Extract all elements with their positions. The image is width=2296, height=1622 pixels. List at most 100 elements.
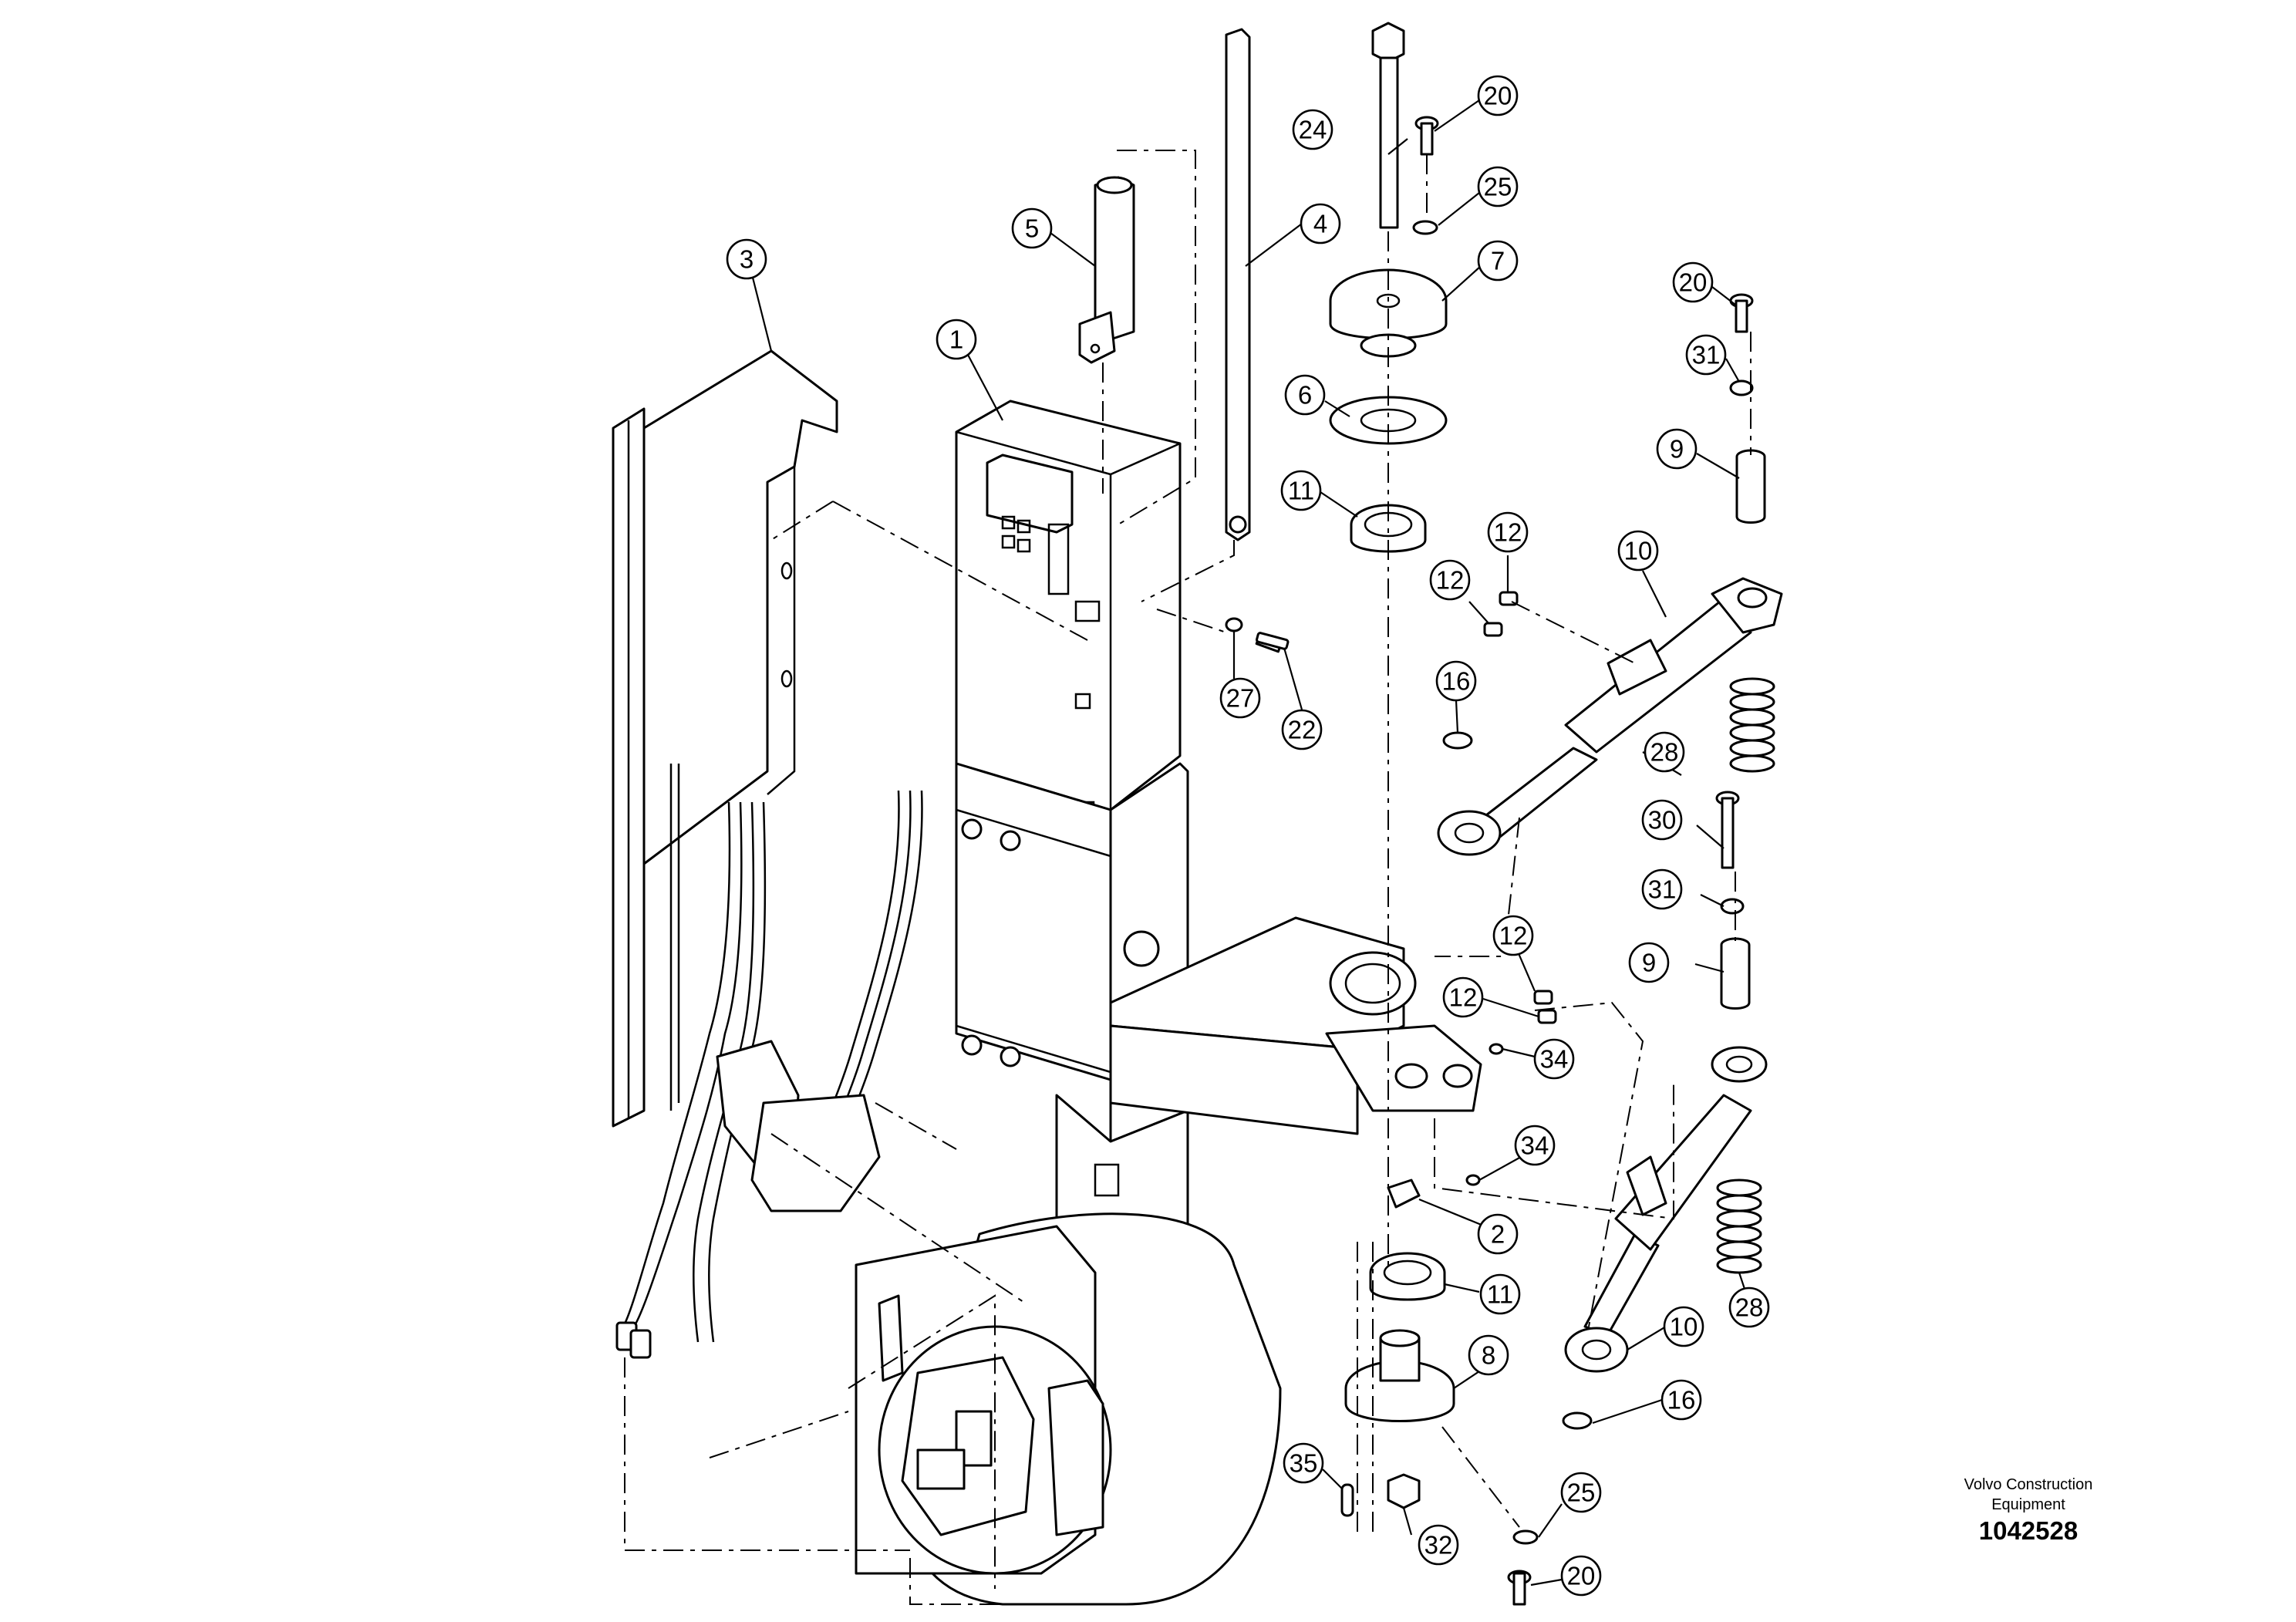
callout-28-bottom: 28 bbox=[1728, 1286, 1770, 1328]
callout-27: 27 bbox=[1219, 677, 1261, 719]
side-cover-panel bbox=[612, 349, 838, 1128]
callout-3: 3 bbox=[726, 238, 767, 280]
callout-32: 32 bbox=[1418, 1524, 1459, 1566]
callout-6: 6 bbox=[1284, 374, 1326, 416]
fittings-12 bbox=[1483, 591, 1557, 1024]
callout-16-top-number: 16 bbox=[1442, 667, 1471, 696]
callout-34-b: 34 bbox=[1514, 1125, 1556, 1166]
callout-5-number: 5 bbox=[1025, 214, 1039, 243]
mounting-arm bbox=[1109, 916, 1482, 1135]
callout-28-bottom-number: 28 bbox=[1735, 1293, 1764, 1322]
callout-8: 8 bbox=[1468, 1334, 1509, 1376]
callout-35-number: 35 bbox=[1290, 1449, 1318, 1478]
callout-22-number: 22 bbox=[1288, 716, 1317, 744]
callout-9-top: 9 bbox=[1656, 428, 1698, 470]
callout-20-right-number: 20 bbox=[1679, 268, 1708, 297]
callout-12-d-number: 12 bbox=[1449, 983, 1478, 1012]
callout-25-top-number: 25 bbox=[1484, 173, 1512, 201]
callout-11-bottom: 11 bbox=[1479, 1273, 1521, 1315]
callout-10-top-number: 10 bbox=[1624, 537, 1653, 565]
long-rod bbox=[1225, 28, 1251, 541]
small-fittings bbox=[1387, 1043, 1504, 1209]
callout-22: 22 bbox=[1281, 709, 1323, 750]
long-bolt bbox=[1371, 22, 1405, 229]
bolt-30 bbox=[1715, 791, 1740, 869]
callout-11-top-number: 11 bbox=[1288, 477, 1314, 505]
callout-5: 5 bbox=[1011, 207, 1053, 249]
callout-24: 24 bbox=[1292, 109, 1333, 150]
cylinder-10-top bbox=[1437, 577, 1783, 856]
callout-20-top: 20 bbox=[1477, 75, 1519, 116]
callout-6-number: 6 bbox=[1298, 381, 1312, 410]
callout-4: 4 bbox=[1300, 203, 1341, 244]
callout-2: 2 bbox=[1477, 1213, 1519, 1255]
callout-31-top-number: 31 bbox=[1692, 341, 1721, 369]
callout-16-bottom-number: 16 bbox=[1667, 1386, 1696, 1415]
callout-12-b-number: 12 bbox=[1436, 566, 1465, 595]
seal-11-bottom bbox=[1369, 1252, 1446, 1301]
company-line-2: Equipment bbox=[1991, 1496, 2065, 1513]
callout-25-bottom: 25 bbox=[1560, 1472, 1602, 1513]
callout-30: 30 bbox=[1641, 799, 1683, 841]
drawing-number: 1042528 bbox=[1978, 1516, 2079, 1545]
spring-28-bottom bbox=[1716, 1179, 1762, 1274]
callout-3-number: 3 bbox=[740, 245, 754, 274]
callout-10-bottom-number: 10 bbox=[1670, 1313, 1698, 1341]
callout-9-top-number: 9 bbox=[1670, 435, 1684, 464]
cylinder-10-bottom bbox=[1564, 1046, 1768, 1373]
callout-1: 1 bbox=[936, 319, 977, 360]
callout-12-b: 12 bbox=[1429, 559, 1471, 601]
callout-7-number: 7 bbox=[1491, 247, 1505, 275]
callout-25-bottom-number: 25 bbox=[1567, 1479, 1596, 1507]
callout-12-c: 12 bbox=[1492, 915, 1534, 956]
callout-20-right: 20 bbox=[1672, 261, 1714, 303]
callout-12-a-number: 12 bbox=[1494, 518, 1522, 547]
callout-34-b-number: 34 bbox=[1521, 1131, 1549, 1160]
bolt-20-right bbox=[1729, 293, 1754, 333]
callout-12-a: 12 bbox=[1487, 511, 1529, 553]
bolt-20-top bbox=[1414, 116, 1439, 156]
pin-35 bbox=[1340, 1483, 1354, 1517]
callout-1-number: 1 bbox=[949, 325, 963, 354]
callout-8-number: 8 bbox=[1482, 1341, 1495, 1370]
callout-20-bottom-number: 20 bbox=[1567, 1562, 1596, 1590]
callout-35: 35 bbox=[1283, 1442, 1324, 1484]
callout-34-a: 34 bbox=[1533, 1038, 1575, 1080]
callout-20-bottom: 20 bbox=[1560, 1555, 1602, 1597]
callout-12-d: 12 bbox=[1442, 976, 1484, 1018]
callout-20-top-number: 20 bbox=[1484, 82, 1512, 110]
callout-4-number: 4 bbox=[1313, 210, 1327, 238]
callout-25-top: 25 bbox=[1477, 166, 1519, 207]
callout-28-top: 28 bbox=[1644, 731, 1685, 773]
callout-9-bottom: 9 bbox=[1628, 942, 1670, 983]
company-caption: Volvo Construction Equipment bbox=[1913, 1475, 2144, 1515]
callout-30-number: 30 bbox=[1648, 806, 1677, 835]
hub-8 bbox=[1344, 1329, 1455, 1422]
callout-16-bottom: 16 bbox=[1660, 1379, 1702, 1421]
callout-9-bottom-number: 9 bbox=[1642, 949, 1656, 977]
callout-31-bottom-number: 31 bbox=[1648, 875, 1677, 904]
callout-27-number: 27 bbox=[1226, 684, 1255, 713]
callout-34-a-number: 34 bbox=[1540, 1045, 1569, 1074]
sleeve-9-top bbox=[1735, 449, 1766, 524]
callout-31-bottom: 31 bbox=[1641, 868, 1683, 910]
callout-2-number: 2 bbox=[1491, 1220, 1505, 1249]
callout-11-top: 11 bbox=[1280, 470, 1322, 511]
spring-28-top bbox=[1729, 677, 1775, 773]
hydraulic-hoses-left bbox=[615, 790, 923, 1359]
callout-10-bottom: 10 bbox=[1663, 1306, 1704, 1347]
bolt-22 bbox=[1256, 632, 1290, 650]
callout-11-bottom-number: 11 bbox=[1487, 1280, 1513, 1309]
company-line-1: Volvo Construction bbox=[1964, 1476, 2093, 1493]
callout-10-top: 10 bbox=[1617, 530, 1659, 572]
sleeve-9-bottom bbox=[1720, 937, 1751, 1010]
nut-32 bbox=[1387, 1473, 1421, 1509]
callout-24-number: 24 bbox=[1299, 116, 1327, 144]
assembly-lines bbox=[624, 150, 1752, 1605]
callout-16-top: 16 bbox=[1435, 660, 1477, 702]
callout-28-top-number: 28 bbox=[1650, 738, 1679, 767]
callout-12-c-number: 12 bbox=[1499, 922, 1528, 950]
mast-column bbox=[955, 400, 1189, 1266]
bolt-20-bottom bbox=[1507, 1570, 1532, 1606]
